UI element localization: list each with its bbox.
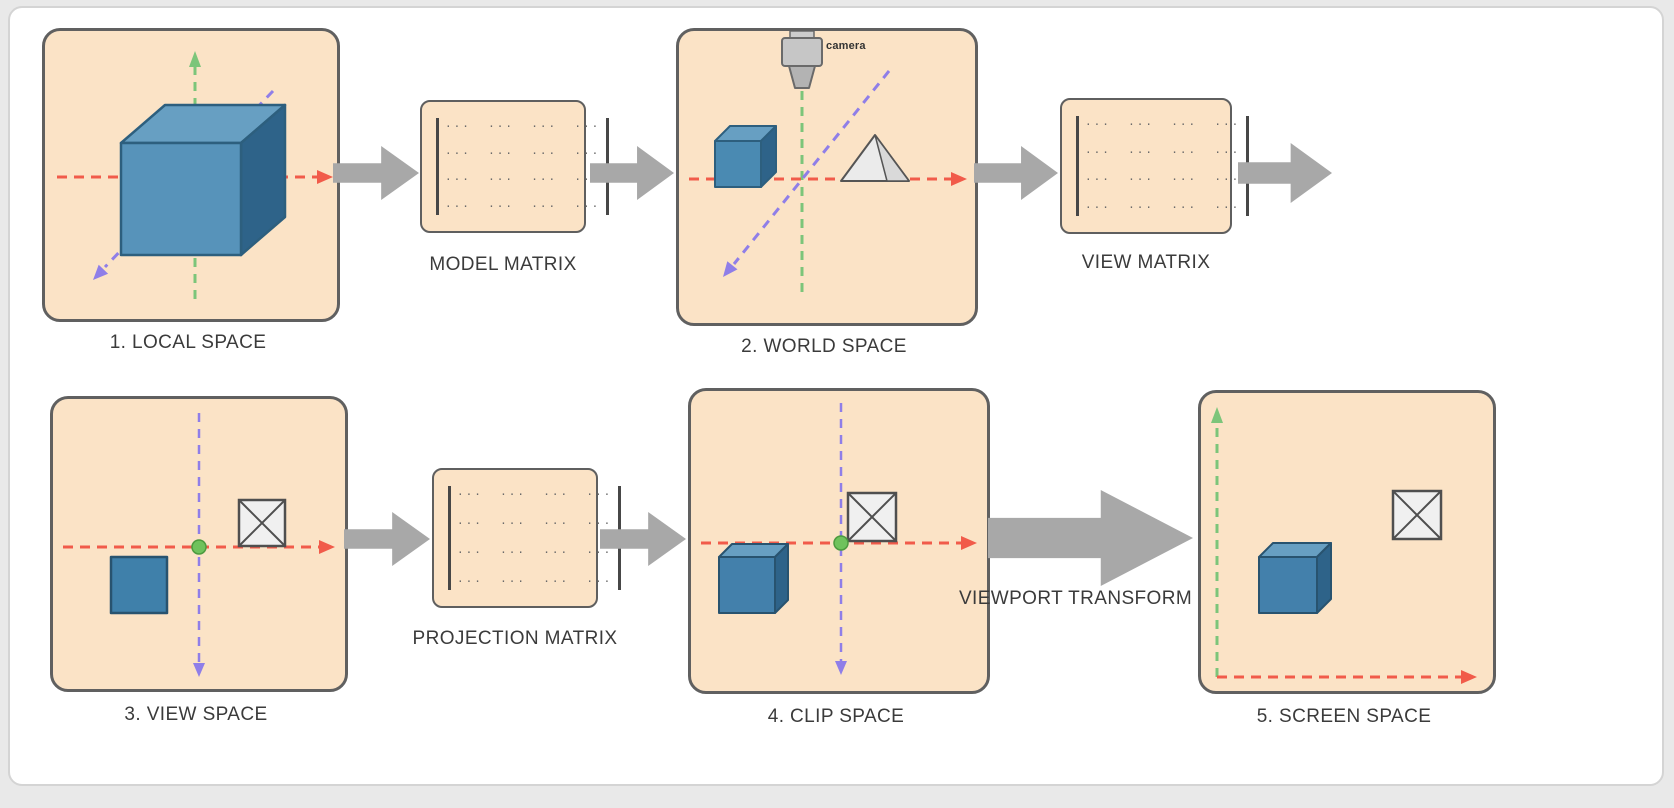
flow-arrow-local-to-model bbox=[333, 146, 419, 200]
screen-space-drawing bbox=[1211, 407, 1477, 684]
matrix-row: ··· ··· ··· ··· bbox=[1085, 173, 1241, 187]
crossed-box bbox=[237, 498, 287, 548]
flow-arrow-viewport-transform bbox=[988, 490, 1193, 586]
cube-small bbox=[714, 125, 777, 188]
matrix-row: ··· ··· ··· ··· bbox=[445, 173, 601, 187]
matrix-bracket-left bbox=[448, 486, 451, 590]
model-matrix-box: ··· ··· ··· ··· ··· ··· ··· ··· ··· ··· … bbox=[420, 100, 610, 233]
origin-dot bbox=[833, 535, 849, 551]
matrix-rows: ··· ··· ··· ··· ··· ··· ··· ··· ··· ··· … bbox=[1079, 116, 1246, 216]
clip-space-label: 4. CLIP SPACE bbox=[767, 706, 905, 727]
local-space-label: 1. LOCAL SPACE bbox=[109, 332, 267, 353]
matrix-bracket-left bbox=[436, 118, 439, 215]
matrix-rows: ··· ··· ··· ··· ··· ··· ··· ··· ··· ··· … bbox=[451, 486, 618, 590]
matrix-row: ··· ··· ··· ··· bbox=[1085, 118, 1241, 131]
cube-flat bbox=[109, 555, 169, 615]
cube-large bbox=[119, 103, 287, 257]
screen-space-label: 5. SCREEN SPACE bbox=[1256, 706, 1432, 727]
x-axis-red bbox=[1217, 670, 1477, 684]
x-axis-red bbox=[57, 170, 333, 184]
view-space-label: 3. VIEW SPACE bbox=[124, 704, 268, 725]
cube-small bbox=[718, 543, 789, 614]
flow-arrow-world-to-view bbox=[974, 146, 1058, 200]
matrix-rows: ··· ··· ··· ··· ··· ··· ··· ··· ··· ··· … bbox=[439, 118, 606, 215]
crossed-box bbox=[846, 491, 898, 543]
panel-view-space bbox=[50, 396, 348, 692]
matrix-row: ··· ··· ··· ··· bbox=[445, 146, 601, 160]
matrix-row: ··· ··· ··· ··· bbox=[445, 199, 601, 213]
z-axis-purple bbox=[723, 70, 891, 277]
matrix-row: ··· ··· ··· ··· bbox=[457, 546, 613, 559]
panel-clip-space bbox=[688, 388, 990, 694]
matrix-row: ··· ··· ··· ··· bbox=[457, 575, 613, 588]
pyramid bbox=[840, 134, 910, 182]
model-matrix-label: MODEL MATRIX bbox=[429, 254, 577, 275]
y-axis-green bbox=[1211, 407, 1223, 677]
view-space-drawing bbox=[63, 413, 335, 677]
y-axis-purple bbox=[193, 413, 205, 677]
matrix-row: ··· ··· ··· ··· bbox=[1085, 200, 1241, 214]
matrix-row: ··· ··· ··· ··· bbox=[457, 517, 613, 530]
y-axis-purple bbox=[835, 403, 847, 675]
flow-arrow-view-to-projection bbox=[344, 512, 430, 566]
view-matrix-box: ··· ··· ··· ··· ··· ··· ··· ··· ··· ··· … bbox=[1060, 98, 1250, 234]
origin-dot bbox=[191, 539, 207, 555]
world-space-label: 2. WORLD SPACE bbox=[741, 336, 907, 357]
matrix-bracket-left bbox=[1076, 116, 1079, 216]
panel-world-space bbox=[676, 28, 978, 326]
camera-icon bbox=[781, 31, 823, 89]
camera-label: camera bbox=[826, 40, 866, 52]
crossed-box bbox=[1391, 489, 1443, 541]
matrix-row: ··· ··· ··· ··· bbox=[1085, 145, 1241, 159]
panel-screen-space bbox=[1198, 390, 1496, 694]
viewport-transform-label: VIEWPORT TRANSFORM bbox=[958, 588, 1193, 609]
local-space-drawing bbox=[57, 51, 333, 299]
projection-matrix-label: PROJECTION MATRIX bbox=[412, 628, 618, 649]
flow-arrow-view-matrix-out bbox=[1238, 143, 1332, 203]
world-space-drawing bbox=[689, 31, 967, 293]
projection-matrix-box: ··· ··· ··· ··· ··· ··· ··· ··· ··· ··· … bbox=[432, 468, 622, 608]
clip-space-drawing bbox=[701, 403, 977, 675]
cube-small bbox=[1258, 542, 1332, 614]
matrix-row: ··· ··· ··· ··· bbox=[457, 488, 613, 501]
panel-local-space bbox=[42, 28, 340, 322]
matrix-row: ··· ··· ··· ··· bbox=[445, 120, 601, 133]
view-matrix-label: VIEW MATRIX bbox=[1081, 252, 1211, 273]
